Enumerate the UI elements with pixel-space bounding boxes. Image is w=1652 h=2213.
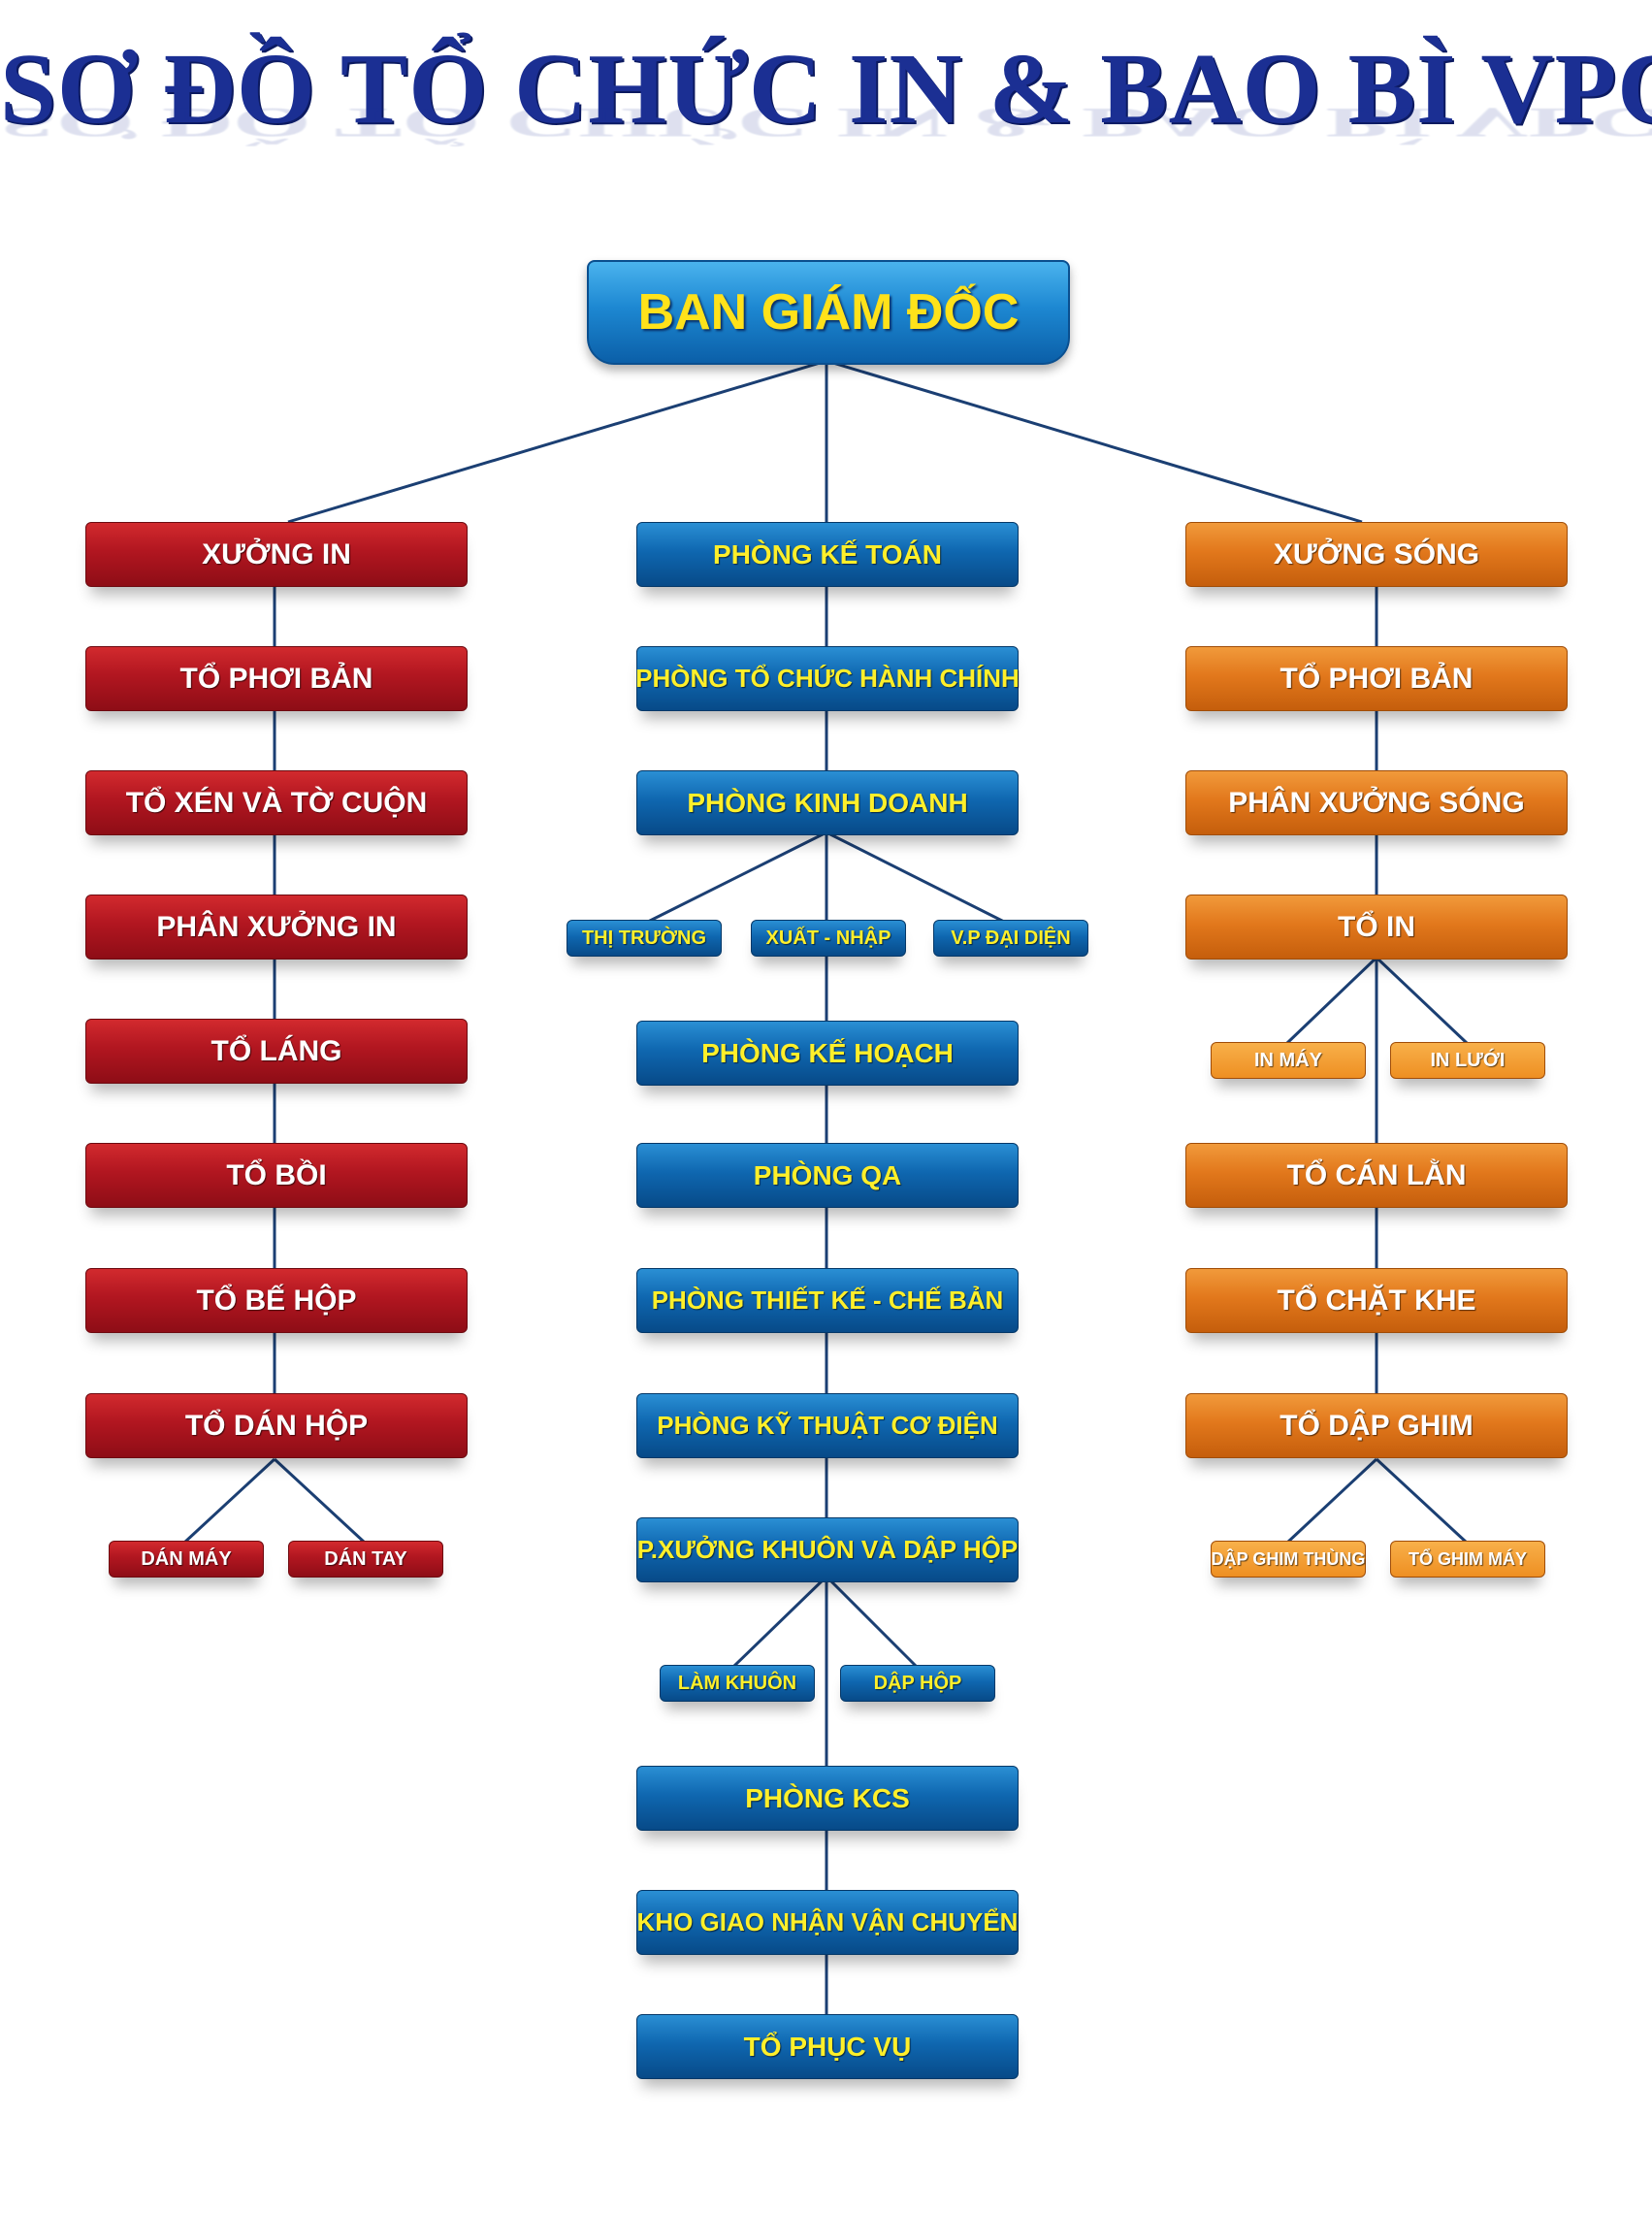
left-item-to-xen: TỔ XÉN VÀ TỜ CUỘN (85, 770, 468, 835)
line-kd-sub1 (647, 830, 827, 924)
left-sub-dan-tay: DÁN TAY (288, 1541, 443, 1578)
left-item-label: TỔ PHƠI BẢN (179, 662, 373, 695)
ban-giam-doc-label: BAN GIÁM ĐỐC (637, 284, 1020, 341)
right-sub-in-luoi: IN LƯỚI (1390, 1042, 1545, 1079)
right-item-phan-xuong-song: PHÂN XƯỞNG SÓNG (1185, 770, 1568, 835)
line-xk-sub1 (731, 1575, 828, 1669)
center-item-label: KHO GIAO NHẬN VẬN CHUYỂN (636, 1907, 1019, 1936)
line-top-left (287, 359, 827, 524)
center-item-thiet-ke: PHÒNG THIẾT KẾ - CHẾ BẢN (636, 1268, 1019, 1333)
left-item-phan-xuong-in: PHÂN XƯỞNG IN (85, 895, 468, 960)
right-sub-label: DẬP GHIM THÙNG (1211, 1548, 1366, 1569)
left-sub-label: DÁN MÁY (141, 1547, 232, 1570)
center-item-label: PHÒNG KẾ TOÁN (713, 538, 942, 570)
left-item-label: PHÂN XƯỞNG IN (156, 910, 397, 943)
center-item-to-chuc: PHÒNG TỔ CHỨC HÀNH CHÍNH (635, 646, 1020, 711)
left-item-label: TỔ DÁN HỘP (184, 1409, 369, 1442)
left-item-label: XƯỞNG IN (202, 537, 351, 570)
center-sub-label: LÀM KHUÔN (677, 1672, 797, 1694)
left-item-to-phoi-ban: TỔ PHƠI BẢN (85, 646, 468, 711)
left-item-label: TỔ XÉN VÀ TỜ CUỘN (125, 786, 428, 819)
center-sub-vp-dai-dien: V.P ĐẠI DIỆN (933, 920, 1088, 957)
left-item-to-lang: TỔ LÁNG (85, 1019, 468, 1084)
center-item-qa: PHÒNG QA (636, 1143, 1019, 1208)
right-sub-to-ghim-may: TỔ GHIM MÁY (1390, 1541, 1545, 1578)
right-sub-label: IN LƯỚI (1430, 1049, 1506, 1071)
title-area: SƠ ĐỒ TỔ CHỨC IN & BAO BÌ VPC SƠ ĐỒ TỔ C… (0, 39, 1652, 244)
right-item-label: TỔ IN (1338, 910, 1415, 943)
line-left-sub2 (273, 1457, 367, 1545)
center-item-label: PHÒNG KINH DOANH (687, 787, 968, 818)
line-dg-sub2 (1375, 1457, 1469, 1545)
center-item-kho-giao-nhan: KHO GIAO NHẬN VẬN CHUYỂN (636, 1890, 1019, 1955)
center-sub-dap-hop: DẬP HỘP (840, 1665, 995, 1702)
page-title: SƠ ĐỒ TỔ CHỨC IN & BAO BÌ VPC (0, 33, 1652, 145)
left-sub-label: DÁN TAY (324, 1547, 407, 1570)
right-item-to-chat-khe: TỔ CHẶT KHE (1185, 1268, 1568, 1333)
center-item-label: PHÒNG QA (753, 1159, 902, 1190)
center-sub-xuat-nhap: XUẤT - NHẬP (751, 920, 906, 957)
left-item-xuong-in: XƯỞNG IN (85, 522, 468, 587)
center-item-label: P.XƯỞNG KHUÔN VÀ DẬP HỘP (636, 1535, 1019, 1564)
center-item-ky-thuat: PHÒNG KỸ THUẬT CƠ ĐIỆN (636, 1393, 1019, 1458)
center-item-label: PHÒNG TỔ CHỨC HÀNH CHÍNH (635, 664, 1020, 693)
right-sub-label: IN MÁY (1254, 1049, 1322, 1071)
center-item-label: PHÒNG THIẾT KẾ - CHẾ BẢN (651, 1285, 1004, 1315)
right-item-to-dap-ghim: TỔ DẬP GHIM (1185, 1393, 1568, 1458)
left-item-label: TỔ LÁNG (211, 1034, 342, 1067)
center-item-to-phuc-vu: TỔ PHỤC VỤ (636, 2014, 1019, 2079)
right-item-label: TỔ CHẶT KHE (1277, 1284, 1476, 1317)
center-item-ke-hoach: PHÒNG KẾ HOẠCH (636, 1021, 1019, 1086)
line-kd-sub3 (826, 830, 1005, 924)
right-sub-in-may: IN MÁY (1211, 1042, 1366, 1079)
left-item-to-boi: TỔ BỒI (85, 1143, 468, 1208)
center-sub-label: DẬP HỘP (873, 1672, 962, 1694)
line-xk-sub2 (825, 1575, 919, 1669)
left-item-to-be-hop: TỔ BẾ HỘP (85, 1268, 468, 1333)
right-item-label: TỔ CÁN LẰN (1286, 1158, 1467, 1191)
center-item-xuong-khuon: P.XƯỞNG KHUÔN VÀ DẬP HỘP (636, 1517, 1019, 1582)
left-item-label: TỔ BỒI (226, 1158, 327, 1191)
right-sub-label: TỔ GHIM MÁY (1409, 1548, 1527, 1569)
center-sub-lam-khuon: LÀM KHUÔN (660, 1665, 815, 1702)
center-item-kcs: PHÒNG KCS (636, 1766, 1019, 1831)
center-item-ke-toan: PHÒNG KẾ TOÁN (636, 522, 1019, 587)
right-item-label: XƯỞNG SÓNG (1273, 537, 1480, 570)
line-dg-sub1 (1285, 1457, 1378, 1545)
line-left-sub1 (182, 1457, 276, 1545)
right-item-label: PHÂN XƯỞNG SÓNG (1228, 786, 1525, 819)
line-toin-sub2 (1375, 956, 1469, 1045)
center-item-label: PHÒNG KỸ THUẬT CƠ ĐIỆN (657, 1411, 998, 1440)
left-item-to-dan-hop: TỔ DÁN HỘP (85, 1393, 468, 1458)
center-sub-label: XUẤT - NHẬP (765, 927, 891, 949)
left-sub-dan-may: DÁN MÁY (109, 1541, 264, 1578)
right-item-to-can-lan: TỔ CÁN LẰN (1185, 1143, 1568, 1208)
ban-giam-doc-box: BAN GIÁM ĐỐC (587, 260, 1070, 365)
center-sub-label: THỊ TRƯỜNG (581, 927, 707, 949)
right-sub-dap-ghim-thung: DẬP GHIM THÙNG (1211, 1541, 1366, 1578)
right-item-to-phoi-ban: TỔ PHƠI BẢN (1185, 646, 1568, 711)
center-item-label: PHÒNG KẾ HOẠCH (701, 1037, 954, 1068)
line-top-right (826, 359, 1363, 524)
left-item-label: TỔ BẾ HỘP (196, 1284, 357, 1317)
right-item-label: TỔ DẬP GHIM (1279, 1409, 1474, 1442)
center-sub-label: V.P ĐẠI DIỆN (951, 927, 1071, 949)
center-sub-thi-truong: THỊ TRƯỜNG (567, 920, 722, 957)
center-item-label: PHÒNG KCS (745, 1782, 910, 1813)
right-item-xuong-song: XƯỞNG SÓNG (1185, 522, 1568, 587)
center-item-kinh-doanh: PHÒNG KINH DOANH (636, 770, 1019, 835)
line-toin-sub1 (1285, 956, 1378, 1045)
right-item-label: TỔ PHƠI BẢN (1279, 662, 1474, 695)
right-item-to-in: TỔ IN (1185, 895, 1568, 960)
center-item-label: TỔ PHỤC VỤ (743, 2031, 912, 2062)
